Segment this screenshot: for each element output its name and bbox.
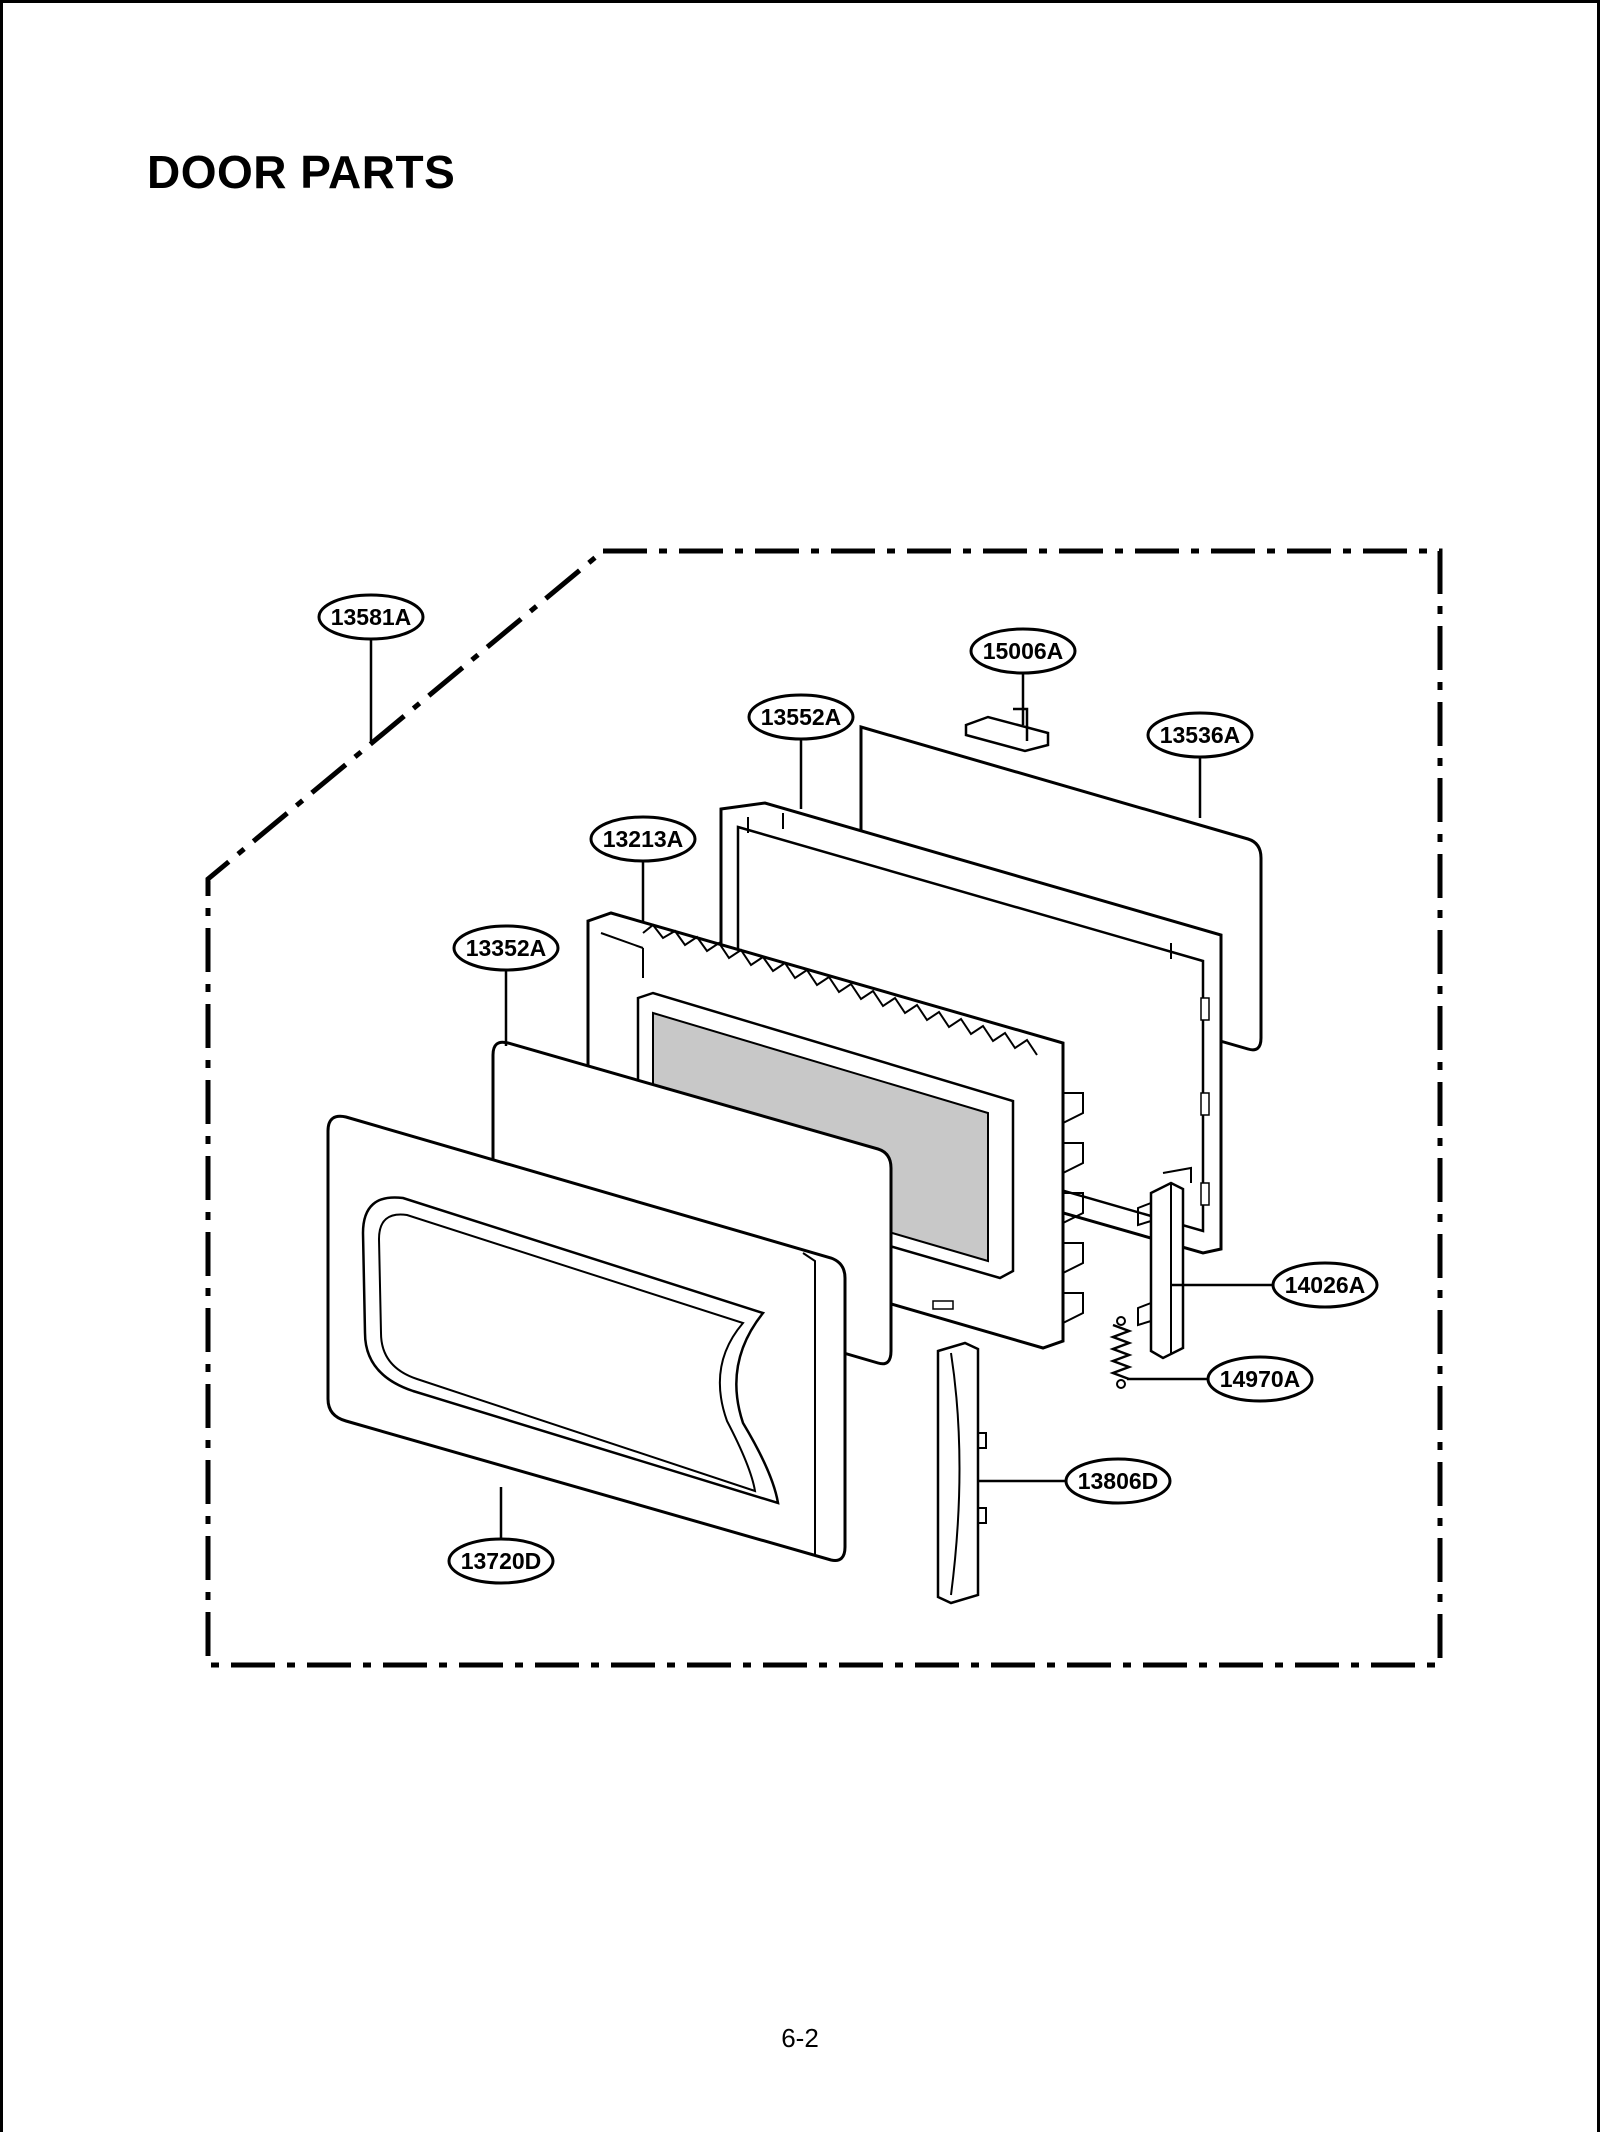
part-13806D-lever	[936, 1341, 987, 1605]
callout-13536A: 13536A	[1146, 711, 1254, 759]
callout-label: 14026A	[1285, 1272, 1366, 1298]
callout-15006A: 15006A	[969, 627, 1077, 675]
callout-13720D: 13720D	[447, 1537, 555, 1585]
callout-14970A: 14970A	[1206, 1355, 1314, 1403]
callout-label: 13806D	[1078, 1468, 1159, 1494]
callout-label: 13552A	[761, 704, 842, 730]
callout-label: 13352A	[466, 935, 547, 961]
callouts: 13581A 15006A 13552A 13536A 13213A 13352…	[317, 593, 1379, 1585]
callout-label: 13720D	[461, 1548, 542, 1574]
callout-13581A: 13581A	[317, 593, 425, 641]
callout-13213A: 13213A	[589, 815, 697, 863]
callout-label: 13536A	[1160, 722, 1241, 748]
callout-13352A: 13352A	[452, 924, 560, 972]
part-14026A-latch	[1137, 1166, 1192, 1360]
callout-13552A: 13552A	[747, 693, 855, 741]
callout-label: 15006A	[983, 638, 1064, 664]
part-15006A-clip	[964, 707, 1050, 753]
exploded-door-diagram: 13581A 15006A 13552A 13536A 13213A 13352…	[205, 548, 1443, 1668]
part-14970A-spring	[1109, 1316, 1133, 1389]
callout-label: 14970A	[1220, 1366, 1301, 1392]
callout-13806D: 13806D	[1064, 1457, 1172, 1505]
callout-label: 13581A	[331, 604, 412, 630]
callout-label: 13213A	[603, 826, 684, 852]
assembly-boundary	[205, 548, 1443, 1668]
page-number: 6-2	[781, 2023, 819, 2053]
page-title: DOOR PARTS	[147, 146, 456, 198]
part-13720D-door-frame	[326, 1114, 847, 1562]
callout-14026A: 14026A	[1271, 1261, 1379, 1309]
